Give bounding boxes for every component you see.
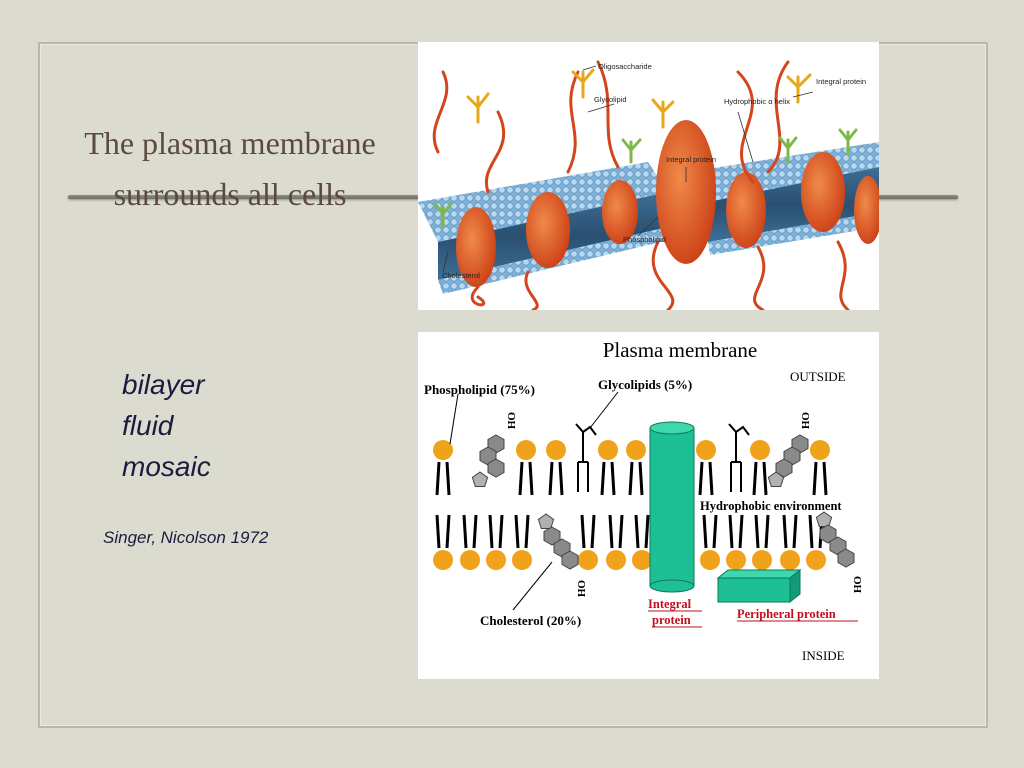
inside-label: INSIDE (802, 648, 845, 663)
bullet-item: bilayer (122, 369, 205, 400)
peripheral-protein-block (716, 568, 802, 604)
label-phospholipid: Phospholipid (623, 235, 666, 244)
protein-blob (456, 207, 496, 287)
membrane-illustration: Oligosaccharide Glycolipid Hydrophobic α… (418, 42, 879, 310)
protein-blob (526, 192, 570, 268)
label-integral-protein-right: Integral protein (816, 77, 866, 86)
protein-blob (854, 176, 879, 244)
citation: Singer, Nicolson 1972 (103, 528, 269, 547)
glycolipids-label: Glycolipids (5%) (598, 377, 692, 392)
integral-protein-cylinder (649, 421, 695, 593)
inner-leaflet (431, 513, 828, 572)
plasma-membrane-diagram: Plasma membrane OUTSIDE INSIDE (418, 332, 879, 679)
cholesterol-bottom-left (537, 513, 579, 570)
protein-strands (432, 60, 850, 310)
bullet-item: mosaic (122, 451, 211, 482)
phospholipid-label: Phospholipid (75%) (424, 382, 535, 397)
label-glycolipid: Glycolipid (594, 95, 627, 104)
bullet-list: bilayer fluid mosaic (122, 364, 211, 487)
hydrophobic-environment-label: Hydrophobic environment (700, 499, 842, 513)
label-leader-lines (442, 65, 814, 273)
label-hydrophobic-alpha-helix: Hydrophobic α helix (724, 97, 790, 106)
oh-label: OH (799, 412, 811, 430)
diagram-title: Plasma membrane (603, 338, 758, 362)
integral-protein-center (656, 120, 716, 264)
protein-blob (726, 172, 766, 248)
plasma-membrane-diagram-svg: Plasma membrane OUTSIDE INSIDE (424, 338, 863, 663)
annotation-arrows (449, 391, 619, 611)
bullet-item: fluid (122, 410, 174, 441)
oligosaccharide-chains (433, 68, 858, 229)
label-oligosaccharide: Oligosaccharide (598, 62, 652, 71)
label-integral-protein-center: Integral protein (666, 155, 716, 164)
slide-title: The plasma membrane surrounds all cells (84, 125, 376, 212)
protein-blob (602, 180, 638, 244)
label-cholesterol: Cholesterol (442, 271, 480, 280)
cholesterol-top-left (471, 434, 505, 487)
cholesterol-label: Cholesterol (20%) (480, 613, 581, 628)
cholesterol-top-right (767, 434, 809, 487)
peripheral-protein-label: Peripheral protein (737, 607, 836, 621)
oh-label: OH (505, 412, 517, 430)
oh-label: OH (851, 576, 863, 594)
protein-blob (801, 152, 845, 232)
glycolipid-chains (575, 423, 750, 492)
membrane-illustration-svg: Oligosaccharide Glycolipid Hydrophobic α… (418, 60, 879, 310)
outside-label: OUTSIDE (790, 369, 846, 384)
oh-label: OH (575, 580, 587, 598)
